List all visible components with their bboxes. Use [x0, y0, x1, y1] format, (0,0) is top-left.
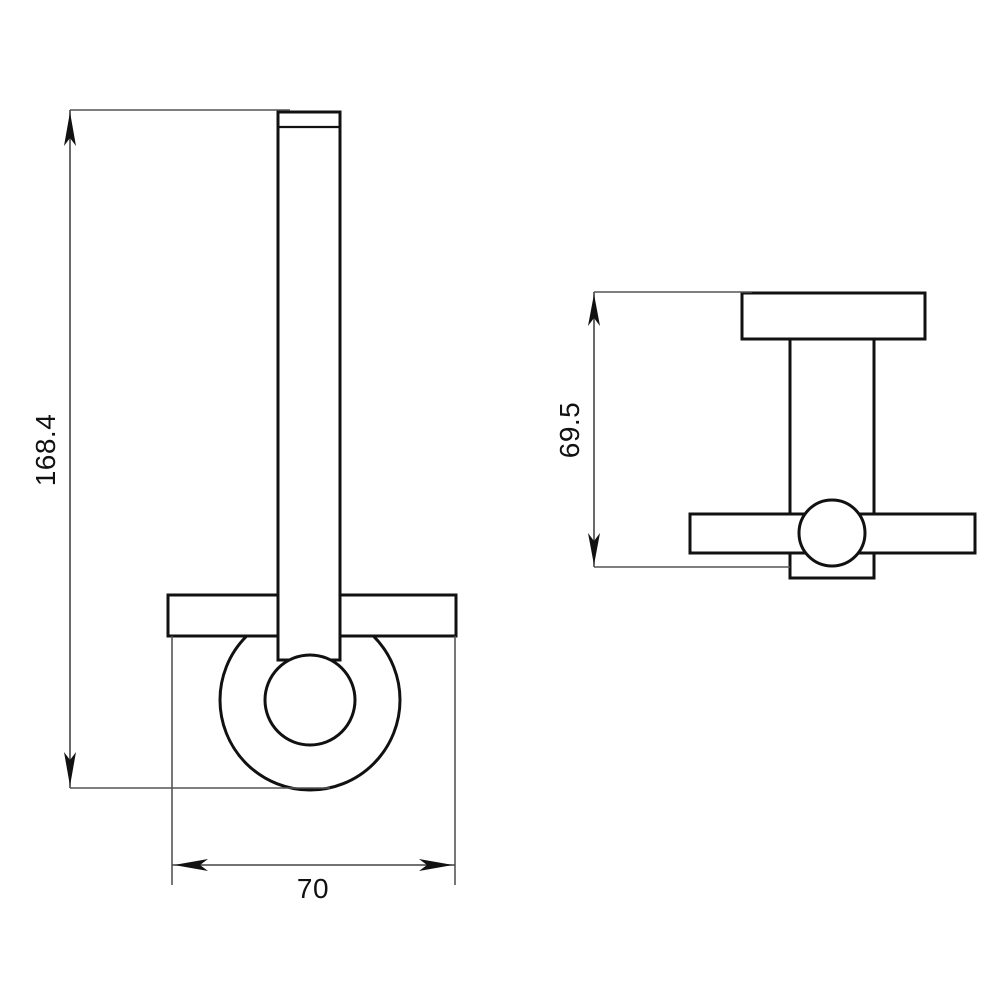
front-view-inner-circle [263, 653, 357, 747]
dim-depth-arrow-top [588, 294, 600, 326]
dim-height-label: 168.4 [30, 414, 61, 487]
dim-width-label: 70 [297, 873, 329, 904]
dim-depth-arrow-bottom [588, 533, 600, 565]
dim-height-arrow-top [64, 112, 76, 146]
side-view [688, 291, 977, 580]
dim-width-arrow-left [174, 859, 208, 871]
side-view-hub-circle [797, 498, 867, 568]
dimension-width-70: 70 [171, 636, 456, 904]
dim-width-arrow-right [419, 859, 453, 871]
dim-depth-label: 69.5 [554, 402, 585, 459]
dim-height-arrow-bottom [64, 752, 76, 786]
dimension-depth-69-5: 69.5 [554, 291, 790, 568]
front-view-vertical-post [276, 110, 342, 662]
dimension-height-168-4: 168.4 [30, 109, 330, 789]
side-view-top-plate [740, 291, 927, 341]
front-view [166, 110, 458, 792]
